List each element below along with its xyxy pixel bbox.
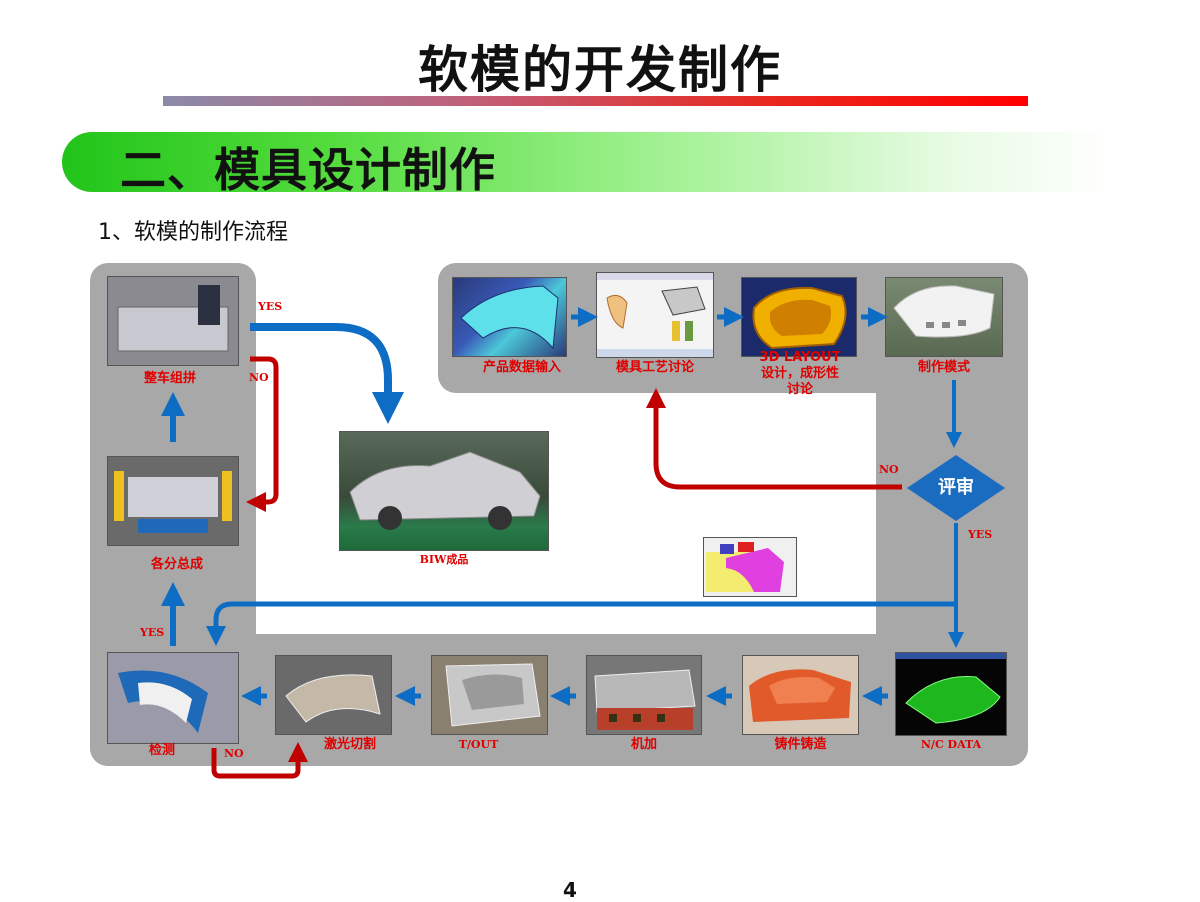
3d-layout-image — [741, 277, 857, 357]
laser-cut-image — [275, 655, 392, 735]
casting-label: 铸件铸造 — [774, 737, 827, 752]
tryout-image — [431, 655, 548, 735]
page-number: 4 — [563, 878, 577, 902]
arrow-review-no-loop — [646, 388, 902, 490]
machining-label: 机加 — [630, 737, 657, 752]
die-process-image — [596, 272, 714, 358]
inspect-no-label: NO — [224, 747, 244, 760]
inspection-image — [107, 652, 239, 744]
arrow-inspection-no-loop — [211, 742, 308, 779]
assembly-yes-label: YES — [258, 300, 283, 313]
page-title: 软模的开发制作 — [418, 41, 782, 99]
tryout-panel-icon — [445, 663, 541, 727]
assembly-no-label: NO — [249, 371, 269, 384]
cast-die-icon — [749, 669, 851, 722]
title-underline — [163, 96, 1028, 106]
nc-data-label: N/C DATA — [920, 738, 982, 751]
full-vehicle-image — [107, 276, 239, 366]
review-decision — [907, 455, 1005, 521]
biw-label: BIW成品 — [419, 553, 469, 566]
body-frame-icon — [117, 285, 229, 352]
fender-shape-icon — [460, 285, 559, 350]
nc-toolpath-icon — [896, 653, 1006, 724]
machined-die-icon — [594, 669, 696, 730]
sub-assembly-image — [107, 456, 239, 546]
die-face-inset-image — [703, 537, 797, 597]
checking-fixture-icon — [118, 670, 208, 733]
arrow-vehicle-no-loop — [246, 356, 279, 512]
section-title: 二、模具设计制作 — [120, 143, 496, 197]
layout-model-icon — [752, 286, 847, 350]
process-drawing-icon — [597, 273, 713, 357]
sub-assembly-fixture-icon — [114, 471, 232, 533]
arrow-nc-to-inspection — [206, 601, 956, 646]
inspection-label: 检测 — [148, 743, 175, 758]
biw-image — [339, 431, 549, 551]
section-banner — [62, 132, 1112, 192]
laser-cut-label: 激光切割 — [323, 737, 376, 752]
3d-layout-label: 3D LAYOUT 设计，成形性 讨论 — [759, 350, 841, 397]
review-label: 评审 — [938, 477, 974, 498]
pattern-making-label: 制作模式 — [917, 360, 970, 375]
car-body-icon — [349, 451, 541, 530]
product-data-label: 产品数据输入 — [482, 360, 561, 375]
review-no-label: NO — [879, 463, 899, 476]
sub-assembly-label: 各分总成 — [150, 557, 203, 572]
tryout-label: T/OUT — [458, 738, 499, 751]
full-vehicle-label: 整车组拼 — [143, 371, 196, 386]
trimmed-panel-icon — [285, 674, 381, 723]
nc-data-image — [895, 652, 1007, 736]
step-heading: 1、软模的制作流程 — [98, 220, 288, 245]
product-data-image — [452, 277, 567, 357]
die-process-label: 模具工艺讨论 — [615, 360, 694, 375]
casting-image — [742, 655, 859, 735]
pattern-making-image — [885, 277, 1003, 357]
inspect-yes-label: YES — [140, 626, 165, 639]
machining-image — [586, 655, 702, 735]
arrow-vehicle-yes-to-biw — [250, 323, 404, 424]
die-face-icon — [706, 542, 784, 592]
review-yes-label: YES — [968, 528, 993, 541]
foam-model-icon — [893, 285, 995, 338]
